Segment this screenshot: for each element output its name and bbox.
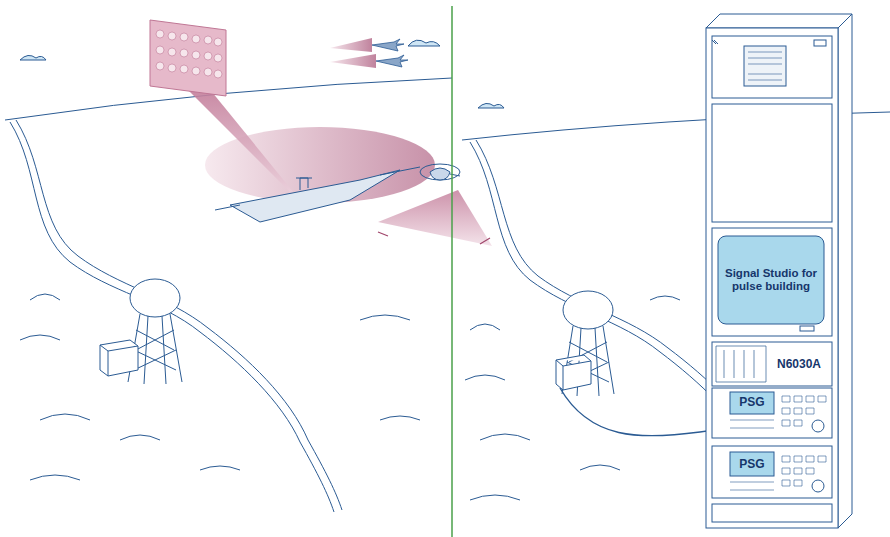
cloud <box>20 55 46 60</box>
radar-beam <box>330 54 376 68</box>
phased-array <box>150 20 226 96</box>
waves <box>20 294 420 480</box>
psg-knob <box>812 480 824 492</box>
psg-unit <box>712 388 832 438</box>
radar-beam <box>180 82 308 210</box>
ship <box>230 170 400 222</box>
jet <box>372 39 404 51</box>
psg-knob <box>812 420 824 432</box>
wake <box>215 167 420 210</box>
awg-modules <box>716 346 766 382</box>
helicopter <box>430 168 460 180</box>
node-text: PSG <box>739 458 764 472</box>
psg-keys <box>782 396 826 426</box>
rack-bay <box>712 504 832 522</box>
monitor-unit <box>712 228 832 336</box>
radar-beam <box>330 38 372 52</box>
psg-screen <box>730 452 774 476</box>
divider <box>451 6 453 537</box>
rack-side <box>838 14 852 528</box>
psg-screen <box>730 392 774 414</box>
rack-top <box>706 14 852 28</box>
module-label: N6030A <box>770 350 828 380</box>
radar-beam <box>378 190 492 246</box>
waves <box>465 296 680 500</box>
radome <box>130 279 180 317</box>
node-text: Signal Studio for pulse building <box>720 267 822 293</box>
power-symbol <box>712 40 718 44</box>
ship-mast <box>296 178 312 190</box>
computer-unit <box>712 36 832 98</box>
radome <box>563 291 613 329</box>
indicator <box>814 40 826 46</box>
jet <box>376 55 408 67</box>
psg-keys <box>782 456 826 486</box>
equipment-box <box>100 340 138 376</box>
node-text: PSG <box>739 396 764 410</box>
cloud <box>408 40 440 46</box>
node-text: N6030A <box>777 358 821 372</box>
instrument-screen: PSG <box>731 393 773 413</box>
cloud <box>478 103 504 108</box>
psg-unit <box>712 446 832 498</box>
equipment-box <box>556 355 591 390</box>
helicopter-rotor <box>420 164 460 180</box>
n6030a-unit <box>712 342 832 386</box>
computer <box>744 46 786 86</box>
rack <box>706 28 838 528</box>
monitor-button <box>800 326 814 331</box>
instrument-screen: PSG <box>731 454 773 475</box>
monitor-screen-text: Signal Studio for pulse building <box>720 242 822 318</box>
monitor-screen <box>718 236 824 324</box>
rack-bay <box>712 104 832 222</box>
